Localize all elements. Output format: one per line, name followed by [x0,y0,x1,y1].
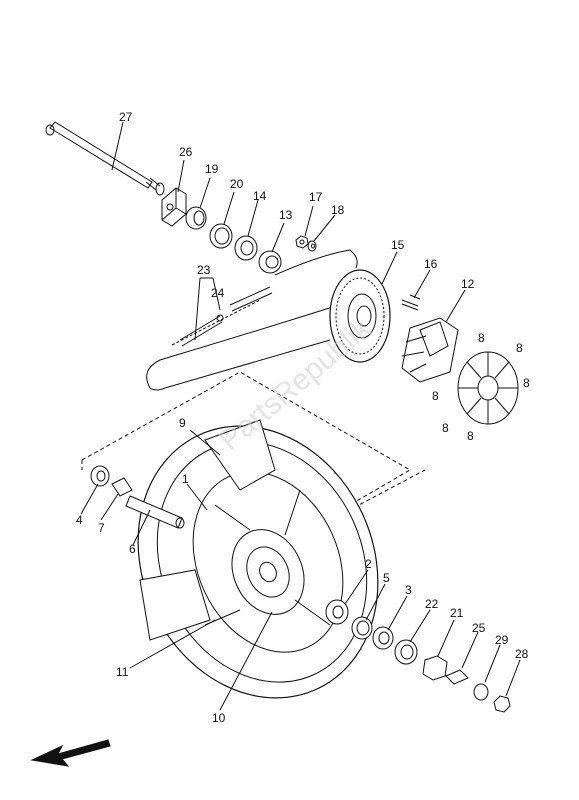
label-3: 3 [405,583,412,597]
label-15: 15 [391,238,405,252]
bearing-14 [234,235,258,261]
label-12: 12 [461,277,475,291]
label-4: 4 [76,513,83,527]
label-2: 2 [365,557,372,571]
label-7: 7 [98,521,105,535]
bearing-4 [90,465,110,487]
label-29: 29 [495,633,509,647]
label-6: 6 [129,542,136,556]
label-24: 24 [211,286,225,300]
label-5: 5 [383,571,390,585]
hub-dampers [457,351,519,425]
label-9: 9 [179,416,186,430]
chain-adjuster [161,187,187,227]
label-26: 26 [179,145,193,159]
label-10: 10 [212,711,226,725]
label-23: 23 [197,263,211,277]
label-8e: 8 [442,421,449,435]
watermark: PartsRepublik [213,311,378,457]
chain-joint [179,286,273,347]
collar-13 [258,250,282,274]
nut-17 [295,235,309,249]
label-14: 14 [253,189,267,203]
clutch-hub [401,317,459,383]
label-8a: 8 [478,331,485,345]
label-16: 16 [424,257,438,271]
spacer-6 [125,495,185,529]
oil-seal-20 [209,223,233,249]
label-8f: 8 [467,429,474,443]
rear-sprocket [329,269,391,363]
sprocket-stud [401,294,421,311]
drive-chain [146,249,358,391]
axle [45,121,165,196]
rear-wheel [137,419,379,699]
label-20: 20 [230,177,244,191]
part-labels: 27 26 19 20 14 13 17 18 15 16 12 23 24 8… [76,110,530,725]
assembly-box [81,371,426,561]
label-17: 17 [309,190,323,204]
label-13: 13 [279,208,293,222]
arrow-left-down-icon [30,739,111,767]
right-bearing-stack [325,599,511,713]
washer-18 [307,240,317,252]
label-22: 22 [425,597,439,611]
leader-lines [80,121,521,711]
label-1: 1 [182,472,189,486]
label-19: 19 [205,162,219,176]
collar [185,206,207,230]
label-25: 25 [472,621,486,635]
label-21: 21 [450,606,464,620]
label-8d: 8 [432,389,439,403]
collar-7 [111,477,133,497]
label-8b: 8 [516,341,523,355]
label-11: 11 [116,665,129,679]
label-8c: 8 [523,376,530,390]
label-18: 18 [331,203,345,217]
label-27: 27 [119,110,133,124]
label-28: 28 [515,647,529,661]
